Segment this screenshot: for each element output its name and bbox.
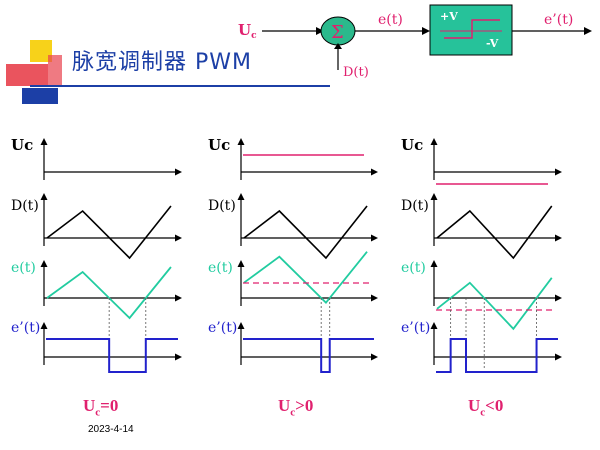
panel-1: UcD(t) e(t) e’(t)	[11, 136, 182, 373]
comparator-neg-label: -V	[486, 37, 499, 50]
y-axis-arrow-1-ept	[40, 322, 48, 329]
panel-2: UcD(t) e(t) e’(t)	[208, 136, 378, 373]
ept-wave-3	[436, 338, 558, 373]
dt-wave-3	[436, 205, 553, 260]
row-label-et-2: e(t)	[208, 260, 233, 276]
dt-wave-1	[46, 205, 172, 260]
y-axis-arrow-3-et	[430, 260, 438, 267]
decorative-squares	[6, 40, 62, 104]
row-label-dt-2: D(t)	[208, 198, 236, 214]
x-axis-arrow-3-uc	[555, 168, 562, 176]
y-axis-arrow-1-uc	[40, 138, 48, 145]
x-axis-arrow-3-et	[555, 294, 562, 302]
x-axis-arrow-2-uc	[371, 168, 378, 176]
et-wave-2	[243, 251, 368, 305]
y-axis-arrow-3-uc	[430, 138, 438, 145]
y-axis-arrow-2-dt	[237, 193, 245, 200]
slide-date: 2023-4-14	[88, 424, 134, 435]
row-label-dt-3: D(t)	[401, 198, 429, 214]
et-wave-1	[46, 266, 172, 320]
disturbance-label: D(t)	[343, 65, 369, 80]
slide-title: 脉宽调制器 PWM	[72, 50, 252, 75]
row-label-uc-3: Uc	[401, 136, 423, 154]
comparator-box	[429, 4, 513, 56]
sum-output-label: e(t)	[378, 12, 403, 28]
y-axis-arrow-1-et	[40, 260, 48, 267]
x-axis-arrow-3-dt	[555, 234, 562, 242]
x-axis-arrow-2-et	[371, 294, 378, 302]
y-axis-arrow-3-dt	[430, 193, 438, 200]
x-axis-arrow-2-dt	[371, 234, 378, 242]
y-axis-arrow-2-uc	[237, 138, 245, 145]
row-label-ept-1: e’(t)	[11, 320, 40, 336]
condition-label-1: Uc=0	[83, 396, 119, 419]
row-label-et-1: e(t)	[11, 260, 36, 276]
ept-wave-1	[46, 338, 178, 373]
y-axis-arrow-3-ept	[430, 322, 438, 329]
x-axis-arrow-1-et	[175, 294, 182, 302]
row-label-uc-2: Uc	[208, 136, 230, 154]
row-label-ept-2: e’(t)	[208, 320, 237, 336]
x-axis-arrow-1-ept	[175, 353, 182, 361]
block-diagram: Uc Σ D(t) e(t) +V -V e’(t)	[238, 4, 592, 80]
x-axis-arrow-3-ept	[555, 353, 562, 361]
condition-label-2: Uc>0	[278, 396, 314, 419]
et-wave-3	[436, 277, 553, 331]
row-label-ept-3: e’(t)	[401, 320, 430, 336]
condition-label-3: Uc<0	[468, 396, 504, 419]
output-label: e’(t)	[544, 12, 573, 28]
row-label-et-3: e(t)	[401, 260, 426, 276]
comparator-curve	[444, 19, 500, 39]
y-axis-arrow-2-ept	[237, 322, 245, 329]
row-label-uc-1: Uc	[11, 136, 33, 154]
row-label-dt-1: D(t)	[11, 198, 39, 214]
panel-3: UcD(t) e(t) e’(t)	[401, 136, 562, 373]
ept-wave-2	[243, 338, 374, 373]
comparator-pos-label: +V	[440, 10, 458, 23]
x-axis-arrow-1-uc	[175, 168, 182, 176]
x-axis-arrow-2-ept	[371, 353, 378, 361]
y-axis-arrow-1-dt	[40, 193, 48, 200]
title-underline	[30, 85, 330, 87]
x-axis-arrow-1-dt	[175, 234, 182, 242]
y-axis-arrow-2-et	[237, 260, 245, 267]
sum-symbol: Σ	[331, 22, 344, 43]
dt-wave-2	[243, 205, 368, 260]
